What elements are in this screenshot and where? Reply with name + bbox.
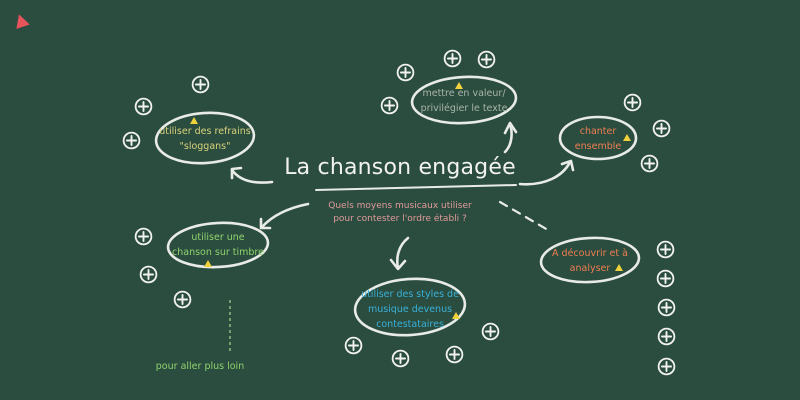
plus-circle-icon[interactable]: [657, 298, 676, 317]
yellow-triangle-marker-icon: [615, 264, 623, 271]
node-label-decouvrir[interactable]: A découvrir et à analyser: [552, 248, 628, 274]
arrow-head-chanter: [560, 159, 575, 172]
plus-circle-icon[interactable]: [623, 93, 642, 112]
plus-circle-icon[interactable]: [443, 49, 462, 68]
node-ellipse-chanter: [558, 115, 638, 161]
plus-circle-icon[interactable]: [657, 357, 676, 376]
plus-circle-icon[interactable]: [391, 349, 410, 368]
node-label-timbre[interactable]: utiliser une chanson sur timbre: [172, 232, 264, 258]
node-label-refrains[interactable]: utiliser des refrains "sloggans": [159, 126, 251, 152]
plus-circle-icon[interactable]: [134, 227, 153, 246]
yellow-triangle-marker-icon: [190, 117, 198, 124]
yellow-triangle-marker-icon: [204, 260, 212, 267]
yellow-triangle-marker-icon: [623, 134, 631, 141]
node-label-styles[interactable]: utiliser des styles de musique devenus c…: [361, 289, 459, 330]
plus-circle-icon[interactable]: [173, 290, 192, 309]
mindmap-title: La chanson engagée: [284, 155, 516, 180]
mindmap-subtitle: Quels moyens musicaux utiliser pour cont…: [328, 201, 472, 224]
arrow-to-chanter: [518, 160, 572, 186]
arrow-to-styles: [396, 236, 410, 270]
plus-circle-icon[interactable]: [134, 97, 153, 116]
node-ellipse-decouvrir: [539, 236, 641, 284]
node-ellipse-refrains: [154, 111, 256, 165]
plus-circle-icon[interactable]: [445, 345, 464, 364]
plus-circle-icon[interactable]: [380, 96, 399, 115]
plus-circle-icon[interactable]: [122, 131, 141, 150]
plus-circle-icon[interactable]: [396, 63, 415, 82]
node-ellipse-valeur: [410, 75, 518, 125]
plus-circle-icon[interactable]: [139, 265, 158, 284]
plus-circle-icon[interactable]: [656, 240, 675, 259]
node-label-valeur[interactable]: mettre en valeur/ privilégier le texte: [420, 88, 508, 114]
arrow-head-styles: [389, 258, 407, 271]
node-ellipse-timbre: [166, 221, 270, 269]
plus-circle-icon[interactable]: [652, 119, 671, 138]
arrow-to-refrains: [230, 168, 274, 184]
arrow-head-timbre: [259, 217, 272, 230]
dashed-connector-decouvrir: [498, 200, 550, 232]
footer-link[interactable]: pour aller plus loin: [155, 361, 245, 372]
arrow-to-valeur: [503, 122, 513, 154]
plus-circle-icon[interactable]: [657, 327, 676, 346]
title-underline: [315, 184, 517, 191]
yellow-triangle-marker-icon: [452, 312, 460, 319]
plus-circle-icon[interactable]: [477, 50, 496, 69]
plus-circle-icon[interactable]: [344, 336, 363, 355]
arrow-to-timbre: [260, 202, 310, 229]
plus-circle-icon[interactable]: [656, 269, 675, 288]
node-label-chanter[interactable]: chanter ensemble: [574, 126, 622, 152]
arrow-head-refrains: [230, 166, 243, 180]
plus-circle-icon[interactable]: [481, 322, 500, 341]
plus-circle-icon[interactable]: [640, 154, 659, 173]
plus-circle-icon[interactable]: [191, 75, 210, 94]
yellow-triangle-marker-icon: [455, 82, 463, 89]
node-ellipse-styles: [353, 277, 467, 337]
arrow-head-valeur: [503, 121, 518, 135]
